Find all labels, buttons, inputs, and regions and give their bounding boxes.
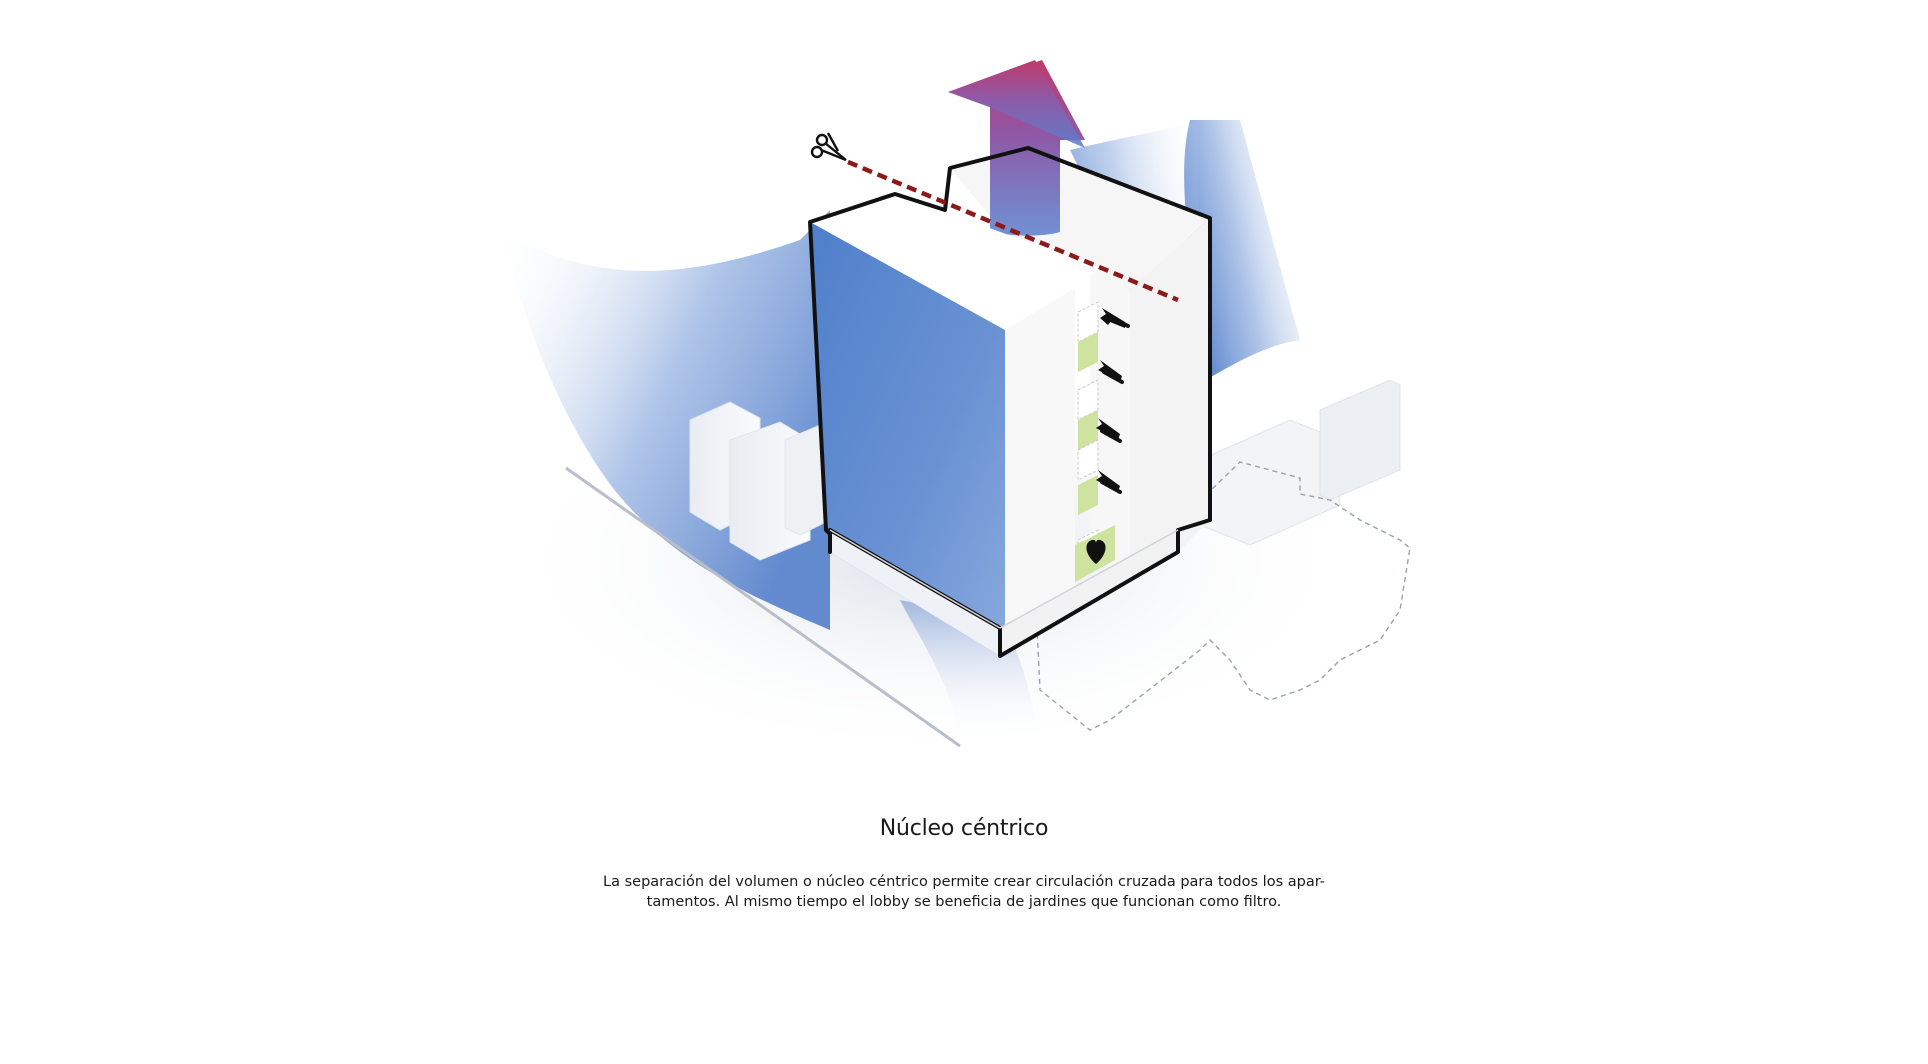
airflow-arrow-lines: [1100, 315, 1130, 494]
scissors-icon: [810, 132, 847, 162]
heart-icon: [1086, 539, 1106, 564]
front-tower-side: [1005, 288, 1075, 652]
neighbor-buildings-left: [689, 401, 831, 561]
street-edge: [565, 466, 961, 748]
building-outline: [808, 146, 1212, 658]
neighbor-buildings-right: [1199, 379, 1401, 546]
front-tower-roof: [810, 194, 1100, 330]
core-wall: [1090, 262, 1130, 580]
caption-body: La separación del volumen o núcleo céntr…: [600, 872, 1328, 912]
podium-line-right: [999, 529, 1179, 629]
rear-tower-side: [1130, 218, 1210, 580]
site-footprint-dashed: [1034, 461, 1411, 731]
caption-body-line-1: La separación del volumen o núcleo céntr…: [603, 874, 1325, 890]
section-cut-line: [847, 159, 1179, 303]
caption-title: Núcleo céntrico: [879, 816, 1049, 841]
podium-line-left: [829, 529, 1001, 629]
caption-body-line-2: tamentos. Al mismo tiempo el lobby se be…: [646, 894, 1282, 910]
podium-right: [1000, 530, 1178, 656]
building-massing: [808, 60, 1212, 658]
exhaust-arrow-icon: [948, 60, 1085, 236]
podium-left: [830, 530, 1000, 656]
